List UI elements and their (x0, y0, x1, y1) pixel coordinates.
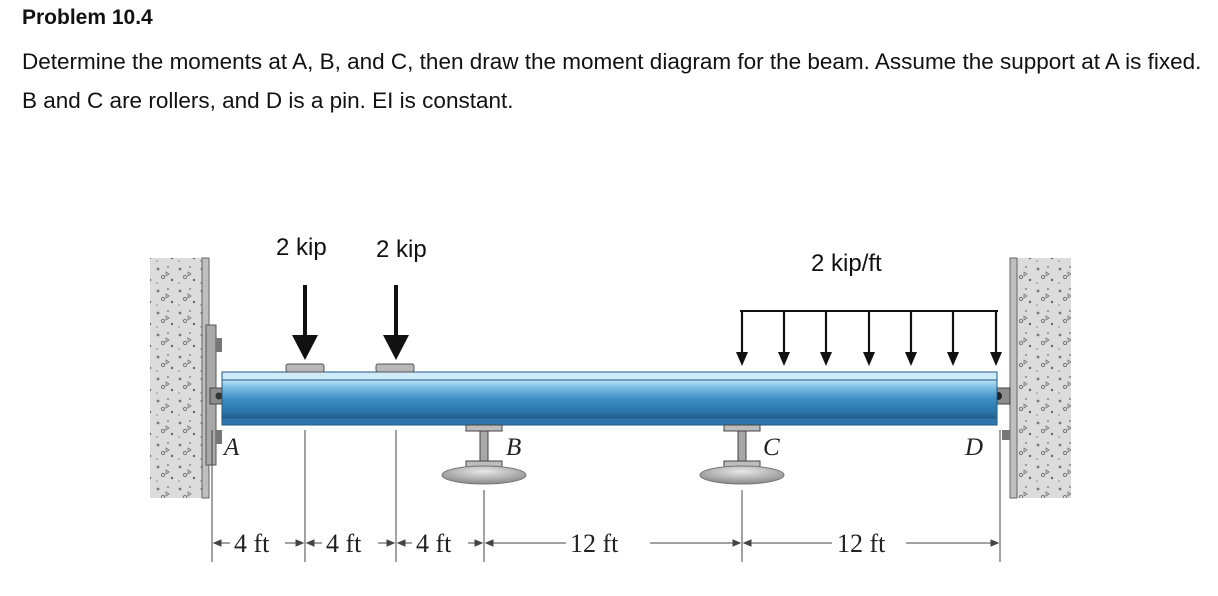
point-load-arrow-1 (292, 285, 318, 360)
dimension-lines (211, 430, 1001, 562)
roller-support-c (699, 424, 785, 485)
distributed-load-label: 2 kip/ft (811, 250, 882, 277)
point-load-label-2: 2 kip (376, 236, 427, 263)
dimension-label-4: 12 ft (570, 529, 619, 558)
beam (221, 371, 998, 426)
support-label-b: B (506, 434, 521, 461)
problem-title: Problem 10.4 (22, 6, 153, 29)
dimension-label-5: 12 ft (837, 529, 886, 558)
load-pad-1 (285, 363, 325, 373)
problem-statement: Determine the moments at A, B, and C, th… (22, 49, 1202, 113)
dimension-label-3: 4 ft (416, 529, 452, 558)
roller-support-b (441, 424, 527, 485)
support-label-c: C (763, 434, 780, 461)
load-pad-2 (375, 363, 415, 373)
point-load-label-1: 2 kip (276, 234, 327, 261)
dimension-label-2: 4 ft (326, 529, 362, 558)
left-wall (150, 257, 210, 499)
dimension-label-1: 4 ft (234, 529, 270, 558)
right-wall (1009, 257, 1071, 499)
distributed-load (736, 310, 1002, 366)
support-label-a: A (222, 434, 240, 461)
support-label-d: D (964, 434, 983, 461)
point-load-arrow-2 (383, 285, 409, 360)
